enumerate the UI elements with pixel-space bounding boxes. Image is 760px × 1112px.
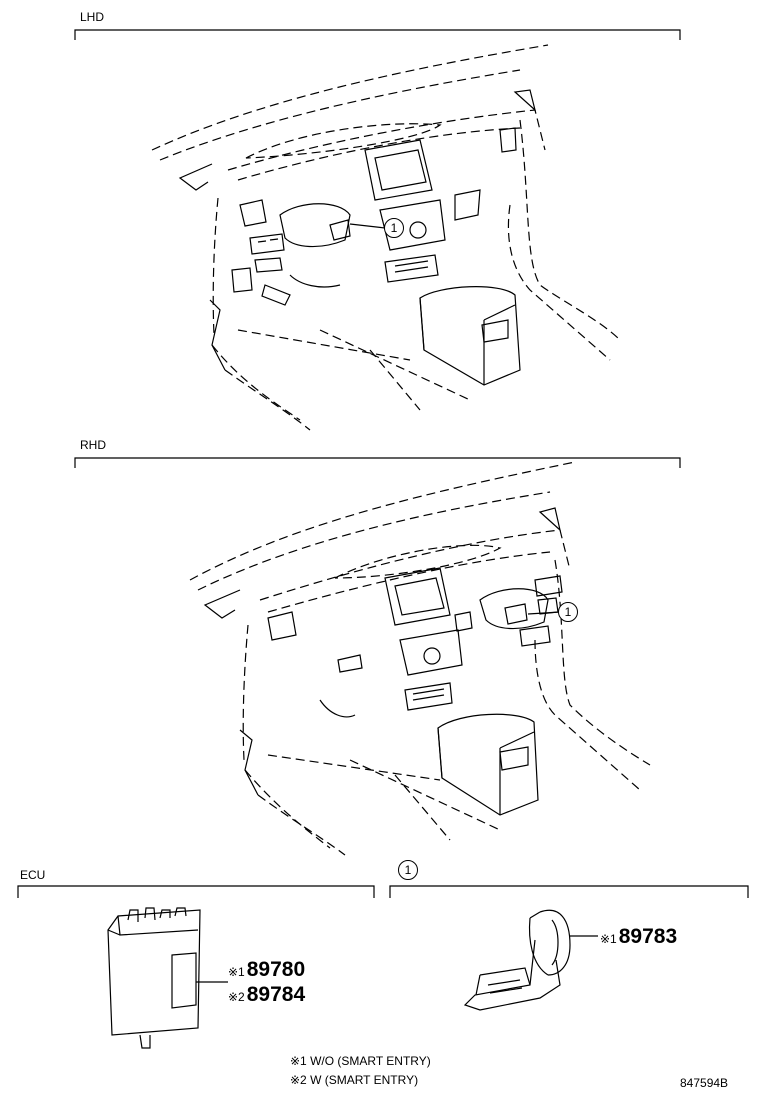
ecu-wo-mark: ※1 bbox=[228, 965, 245, 979]
ecu-w-part-number[interactable]: ※289784 bbox=[228, 983, 305, 1009]
ecu-module-drawing bbox=[107, 907, 228, 1049]
lhd-dashboard-drawing bbox=[151, 44, 621, 431]
lhd-callout-marker: 1 bbox=[384, 218, 404, 238]
rhd-callout-marker: 1 bbox=[558, 602, 578, 622]
sensor-part-number[interactable]: ※189783 bbox=[600, 925, 677, 951]
rhd-section-label: RHD bbox=[80, 438, 106, 452]
sensor-number: 89783 bbox=[618, 925, 678, 948]
ecu-section-label: ECU bbox=[20, 868, 46, 882]
diagram-id: 847594B bbox=[680, 1076, 729, 1090]
ecu-wo-number: 89780 bbox=[246, 958, 306, 981]
sensor-mark: ※1 bbox=[600, 932, 617, 946]
rhd-dashboard-drawing bbox=[189, 461, 651, 856]
lhd-section-label: LHD bbox=[80, 10, 105, 24]
sensor-section-bracket bbox=[389, 885, 749, 898]
sensor-section-callout: 1 bbox=[398, 860, 418, 880]
sensor-part-drawing bbox=[463, 909, 598, 1011]
lhd-section-bracket bbox=[74, 29, 681, 40]
ecu-w-mark: ※2 bbox=[228, 990, 245, 1004]
ecu-section-bracket bbox=[17, 885, 375, 898]
note-without-smart-entry: ※1 W/O (SMART ENTRY) bbox=[290, 1054, 431, 1068]
ecu-w-number: 89784 bbox=[246, 983, 306, 1006]
rhd-section-bracket bbox=[74, 457, 681, 468]
note-with-smart-entry: ※2 W (SMART ENTRY) bbox=[290, 1073, 419, 1087]
ecu-wo-part-number[interactable]: ※189780 bbox=[228, 958, 305, 984]
